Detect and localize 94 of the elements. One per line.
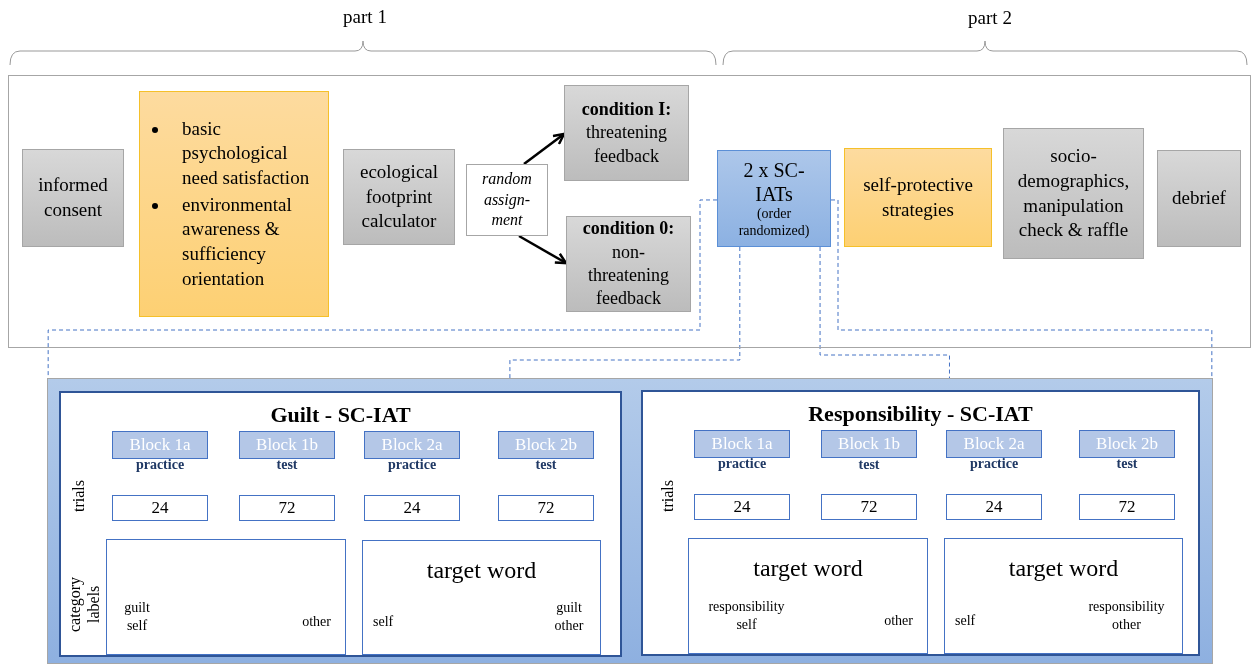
step-box bbox=[22, 149, 124, 247]
measure-label: (order randomized) bbox=[737, 205, 811, 240]
block-label: Block 2a bbox=[381, 433, 443, 456]
trial-count: 72 bbox=[1118, 495, 1136, 518]
block-tab bbox=[946, 430, 1042, 458]
zoom-line bbox=[509, 246, 741, 379]
condition-heading: condition I: bbox=[581, 97, 672, 121]
trial-count-box bbox=[112, 495, 208, 521]
step-box bbox=[1003, 128, 1144, 259]
step-label: debrief bbox=[1172, 186, 1226, 211]
sc-iat-panel bbox=[59, 391, 622, 657]
trial-count-box bbox=[498, 495, 594, 521]
step-label: self-protective strategies bbox=[862, 172, 974, 222]
trial-count: 72 bbox=[860, 495, 878, 518]
highlight-box bbox=[139, 91, 329, 317]
measure-box bbox=[717, 150, 831, 247]
block-label: Block 1a bbox=[129, 433, 191, 456]
step-label: informed consent bbox=[37, 173, 109, 222]
zoom-line bbox=[830, 199, 1213, 379]
detail-panel bbox=[47, 378, 1213, 664]
block-label: Block 1a bbox=[711, 432, 773, 455]
block-tab bbox=[364, 431, 460, 459]
trial-count: 24 bbox=[985, 495, 1003, 518]
trial-count-box bbox=[239, 495, 335, 521]
screen-box bbox=[688, 538, 928, 654]
target-word: target word bbox=[426, 556, 537, 585]
phase-label: test bbox=[858, 457, 880, 473]
zoom-line bbox=[819, 246, 950, 379]
phase-label: test bbox=[1116, 456, 1138, 472]
block-tab bbox=[239, 431, 335, 459]
phase-label: test bbox=[535, 457, 557, 473]
category-label: other bbox=[884, 611, 913, 629]
step-label: socio- demographics, manipulation check & raffle bbox=[1016, 144, 1131, 243]
block-label: Block 2b bbox=[515, 433, 577, 456]
block-tab bbox=[1079, 430, 1175, 458]
trial-count: 24 bbox=[733, 495, 751, 518]
phase-label: practice bbox=[135, 457, 185, 473]
category-label: guilt self bbox=[123, 599, 151, 634]
screen-box bbox=[944, 538, 1183, 654]
frame-box bbox=[8, 75, 1251, 348]
panel-title: Responsibility - SC-IAT bbox=[808, 400, 1033, 428]
trial-count-box bbox=[694, 494, 790, 520]
trial-count: 24 bbox=[151, 496, 169, 519]
bullet-text: environmental awareness & sufficiency orientation bbox=[182, 192, 293, 291]
arrow bbox=[518, 234, 568, 265]
sc-iat-panel bbox=[641, 390, 1200, 656]
phase-label: test bbox=[276, 457, 298, 473]
category-label: self bbox=[373, 612, 394, 630]
block-label: Block 2a bbox=[963, 432, 1025, 455]
category-label: guilt other bbox=[553, 599, 585, 634]
step-box bbox=[343, 149, 455, 245]
block-label: Block 1b bbox=[256, 433, 318, 456]
block-label: Block 1b bbox=[838, 432, 900, 455]
block-tab bbox=[694, 430, 790, 458]
condition-box bbox=[564, 85, 689, 181]
arrow bbox=[523, 132, 566, 165]
condition-label: non- threatening feedback bbox=[587, 240, 670, 311]
phase-label: practice bbox=[717, 456, 767, 472]
panel-title: Guilt - SC-IAT bbox=[270, 401, 411, 429]
assignment-label: random assign- ment bbox=[481, 168, 533, 231]
section-heading: part 2 bbox=[968, 7, 1012, 29]
trial-count: 72 bbox=[537, 496, 555, 519]
block-tab bbox=[498, 431, 594, 459]
trial-count-box bbox=[1079, 494, 1175, 520]
axis-label: trials bbox=[70, 480, 88, 512]
screen-box bbox=[106, 539, 346, 655]
section-heading: part 1 bbox=[343, 6, 387, 28]
block-tab bbox=[821, 430, 917, 458]
condition-box bbox=[566, 216, 691, 312]
step-box bbox=[1157, 150, 1241, 247]
assignment-box bbox=[466, 164, 548, 236]
measure-label: 2 x SC- IATs bbox=[742, 157, 806, 206]
category-label: responsibility other bbox=[1087, 598, 1166, 633]
screen-box bbox=[362, 540, 601, 655]
trial-count: 24 bbox=[403, 496, 421, 519]
axis-label: trials bbox=[659, 480, 677, 512]
highlight-box bbox=[844, 148, 992, 247]
block-tab bbox=[112, 431, 208, 459]
category-label: other bbox=[302, 612, 331, 630]
category-label: self bbox=[955, 611, 976, 629]
step-label: ecological footprint calculator bbox=[358, 159, 440, 234]
category-label: responsibility self bbox=[707, 598, 786, 633]
trial-count-box bbox=[946, 494, 1042, 520]
trial-count-box bbox=[364, 495, 460, 521]
condition-heading: condition 0: bbox=[582, 217, 675, 241]
trial-count: 72 bbox=[278, 496, 296, 519]
trial-count-box bbox=[821, 494, 917, 520]
phase-label: practice bbox=[387, 457, 437, 473]
target-word: target word bbox=[1008, 554, 1119, 583]
phase-label: practice bbox=[969, 456, 1019, 472]
condition-label: threatening feedback bbox=[585, 121, 668, 168]
axis-label: category labels bbox=[65, 575, 104, 634]
block-label: Block 2b bbox=[1096, 432, 1158, 455]
target-word: target word bbox=[753, 554, 863, 583]
